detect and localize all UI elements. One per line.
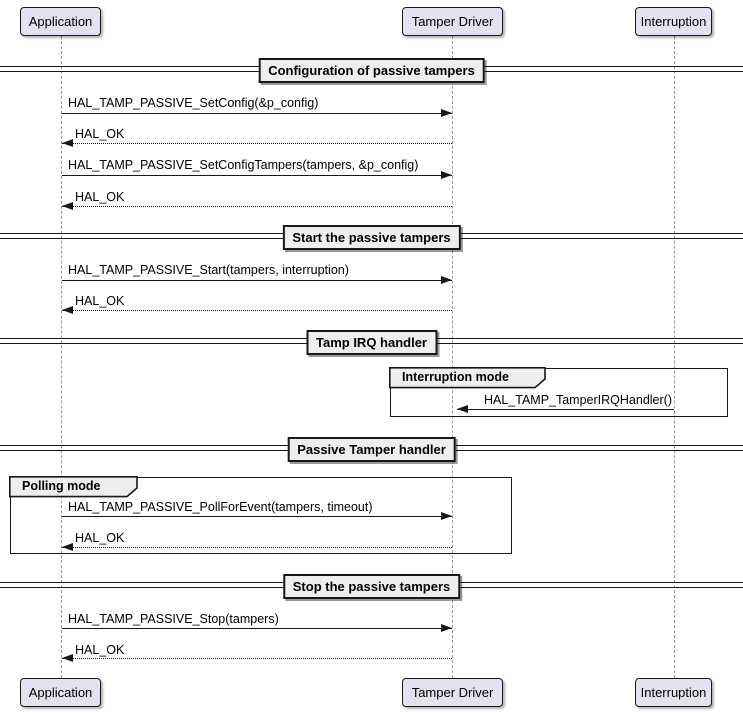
frame-polling-mode: Polling mode [9,476,512,554]
divider-label-stop: Stop the passive tampers [282,574,461,599]
arrowhead [62,543,73,551]
divider-label-start: Start the passive tampers [282,225,461,250]
participant-interruption-bottom: Interruption [635,678,712,707]
message-line [62,547,452,548]
message-line [62,658,452,659]
lifeline-tamper-driver [452,36,453,678]
frame-label-interruption-mode: Interruption mode [402,370,509,384]
message-line [62,113,452,114]
message-label: HAL_OK [75,127,125,141]
message-line [457,409,674,410]
arrowhead [62,139,73,147]
lifeline-application [61,36,62,678]
frame-interruption-mode: Interruption mode [389,367,728,417]
message-label: HAL_TAMP_PASSIVE_SetConfig(&p_config) [68,96,319,110]
message-label: HAL_TAMP_TamperIRQHandler() [483,393,672,407]
message-line [62,280,452,281]
arrowhead [457,405,468,413]
participant-tamper-driver-bottom: Tamper Driver [402,678,503,707]
message-label: HAL_OK [75,190,125,204]
frame-tab-shape [9,476,139,498]
arrowhead [62,202,73,210]
participant-interruption-top: Interruption [635,7,712,36]
participant-tamper-driver-top: Tamper Driver [402,7,503,36]
arrowhead [62,306,73,314]
message-line [62,310,452,311]
message-label: HAL_TAMP_PASSIVE_SetConfigTampers(tamper… [68,158,419,172]
message-label: HAL_OK [75,294,125,308]
frame-label-polling-mode: Polling mode [22,479,101,493]
participant-application-bottom: Application [20,678,101,707]
message-line [62,143,452,144]
arrowhead [441,624,452,632]
arrowhead [62,654,73,662]
lifeline-interruption [674,36,675,678]
message-line [62,516,452,517]
arrowhead [441,171,452,179]
message-label: HAL_OK [75,643,125,657]
message-label: HAL_OK [75,531,125,545]
message-label: HAL_TAMP_PASSIVE_PollForEvent(tampers, t… [68,500,373,514]
frame-tab-shape [389,367,547,389]
divider-label-handler: Passive Tamper handler [287,437,456,462]
arrowhead [441,276,452,284]
divider-label-configuration: Configuration of passive tampers [258,58,485,83]
message-label: HAL_TAMP_PASSIVE_Start(tampers, interrup… [68,263,349,277]
message-line [62,175,452,176]
participant-application-top: Application [20,7,101,36]
message-label: HAL_TAMP_PASSIVE_Stop(tampers) [68,612,279,626]
arrowhead [441,512,452,520]
arrowhead [441,109,452,117]
message-line [62,628,452,629]
divider-label-irq: Tamp IRQ handler [306,330,437,355]
message-line [62,206,452,207]
